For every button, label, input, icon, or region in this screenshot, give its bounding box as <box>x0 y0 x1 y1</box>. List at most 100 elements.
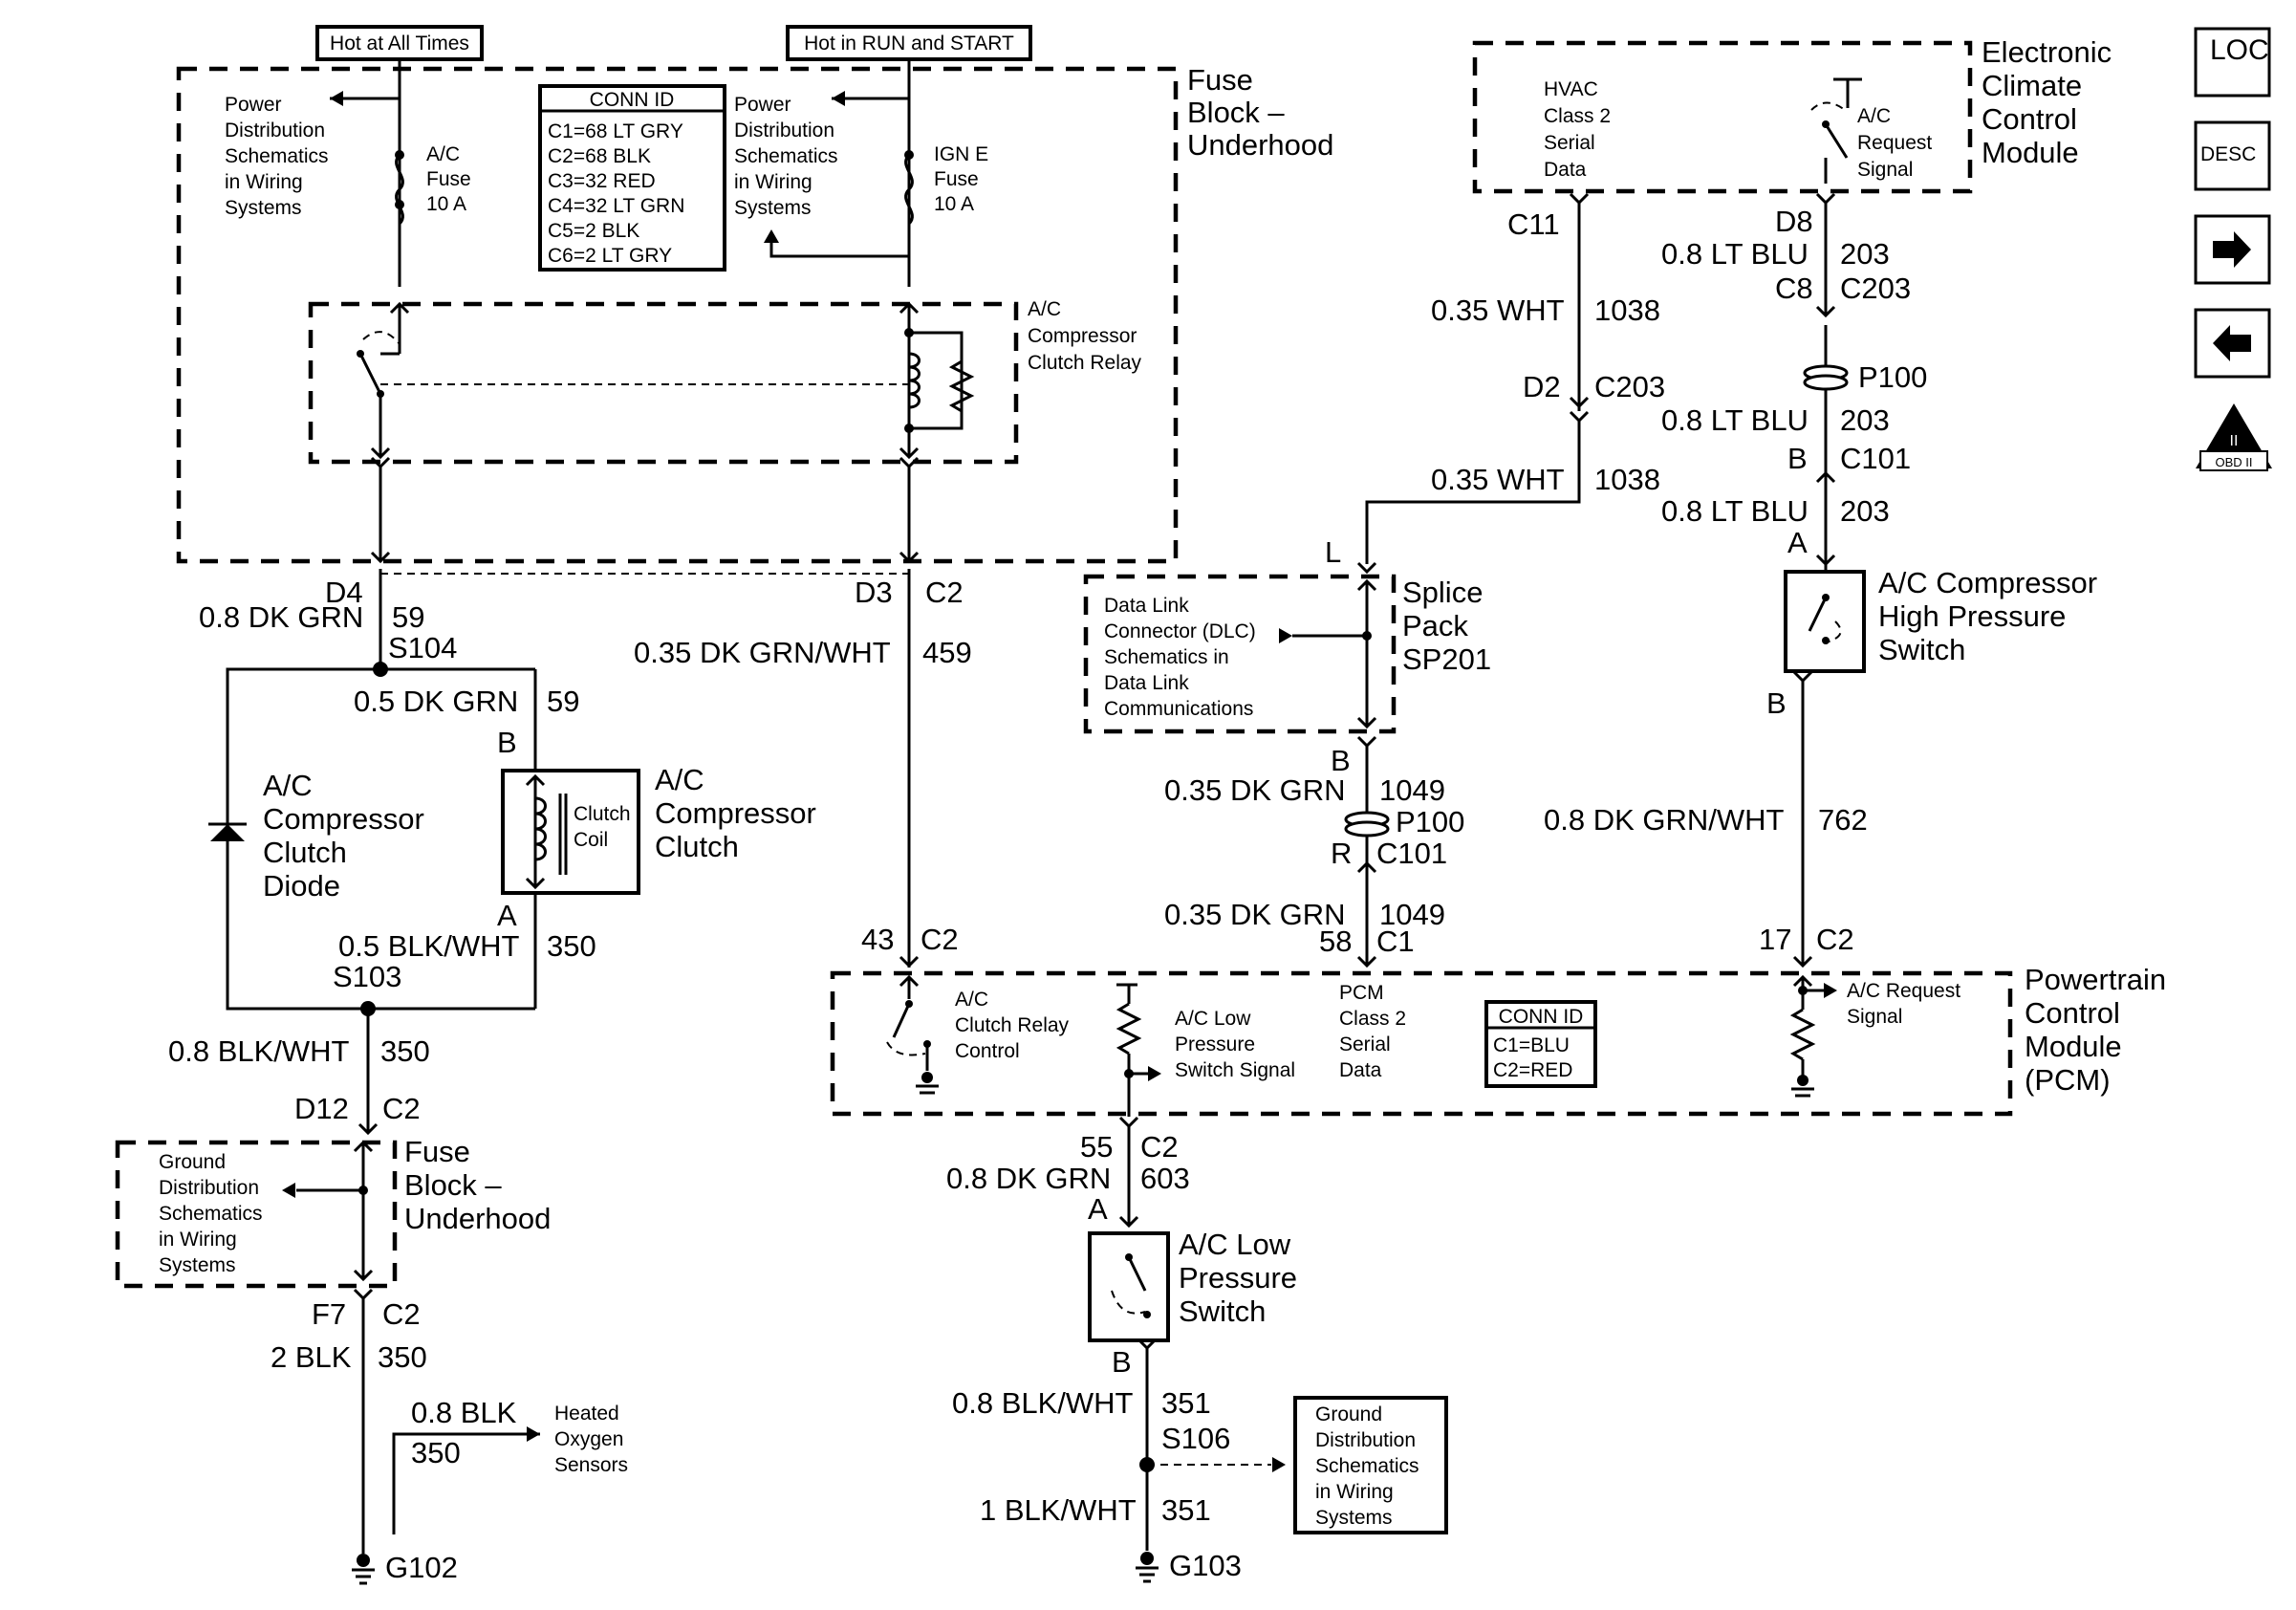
svg-text:10 A: 10 A <box>934 193 974 215</box>
svg-text:PCM: PCM <box>1339 982 1384 1004</box>
pin-17: 17 <box>1759 923 1791 956</box>
svg-text:Fuse: Fuse <box>404 1135 470 1168</box>
hot-at-all-times-label <box>315 25 484 61</box>
svg-text:C6=2 LT GRY: C6=2 LT GRY <box>548 245 672 267</box>
svg-text:Ground: Ground <box>159 1151 226 1173</box>
pin-b-low: B <box>1112 1345 1132 1379</box>
connector-c101-b: C101 <box>1840 442 1911 475</box>
power-distribution-text-1: Power Distribution Schematics in Wiring … <box>225 94 329 219</box>
svg-text:Block –: Block – <box>404 1168 502 1202</box>
desc-button[interactable]: DESC <box>2194 120 2271 191</box>
svg-text:II: II <box>2230 433 2239 449</box>
pin-c8: C8 <box>1775 272 1813 305</box>
svg-text:Splice: Splice <box>1402 576 1483 609</box>
circuit-203-c: 203 <box>1840 494 1890 528</box>
pin-b-req: B <box>1787 442 1808 475</box>
connector-c203-a: C203 <box>1594 370 1665 403</box>
ac-fuse-symbol <box>395 153 404 226</box>
low-pressure-signal-label: A/C Low Pressure Switch Signal <box>1175 1008 1295 1081</box>
svg-text:Electronic: Electronic <box>1982 35 2112 69</box>
svg-text:Pack: Pack <box>1402 609 1468 642</box>
svg-text:Schematics: Schematics <box>1315 1455 1419 1477</box>
pin-c11: C11 <box>1507 207 1560 241</box>
low-pressure-switch <box>1088 1231 1170 1342</box>
ground-g102-label: G102 <box>385 1551 458 1584</box>
svg-text:Fuse: Fuse <box>1187 63 1253 97</box>
wire-gauge-0.5-dk-grn: 0.5 DK GRN <box>354 685 518 718</box>
svg-text:Ground: Ground <box>1315 1403 1382 1425</box>
svg-text:(PCM): (PCM) <box>2025 1063 2111 1097</box>
svg-text:Clutch: Clutch <box>263 836 347 869</box>
svg-text:Distribution: Distribution <box>734 120 834 141</box>
obd-ii-icon[interactable]: II OBD II <box>2196 403 2272 471</box>
svg-text:C2=RED: C2=RED <box>1493 1059 1572 1081</box>
svg-text:Block –: Block – <box>1187 96 1285 129</box>
svg-text:Sensors: Sensors <box>554 1454 628 1476</box>
connector-c2-43: C2 <box>921 923 959 956</box>
svg-text:Clutch: Clutch <box>655 830 739 863</box>
fuse-block-bottom-title: Fuse Block – Underhood <box>404 1135 551 1235</box>
circuit-459: 459 <box>922 636 972 669</box>
svg-text:Schematics: Schematics <box>225 145 329 167</box>
svg-text:in Wiring: in Wiring <box>225 171 303 193</box>
svg-text:Climate: Climate <box>1982 69 2082 102</box>
forward-arrow-icon[interactable] <box>2194 214 2271 285</box>
wire-gauge-2-blk: 2 BLK <box>271 1340 352 1374</box>
loc-button[interactable]: LOC <box>2194 27 2271 98</box>
svg-text:Data Link: Data Link <box>1104 595 1189 617</box>
svg-text:Class 2: Class 2 <box>1544 105 1611 127</box>
svg-text:in Wiring: in Wiring <box>1315 1481 1394 1503</box>
svg-text:Module: Module <box>1982 136 2079 169</box>
compressor-clutch-diode <box>208 822 247 841</box>
power-distribution-text-2: Power Distribution Schematics in Wiring … <box>734 94 838 219</box>
wire-gauge-0.35-dk-grn: 0.35 DK GRN <box>1164 773 1346 807</box>
svg-text:Data: Data <box>1339 1059 1382 1081</box>
ground-pcm-req-icon <box>1791 1075 1814 1098</box>
high-pressure-switch <box>1784 570 1866 673</box>
svg-text:Switch Signal: Switch Signal <box>1175 1059 1295 1081</box>
svg-text:C5=2 BLK: C5=2 BLK <box>548 220 639 242</box>
powertrain-control-module <box>830 970 2013 1117</box>
svg-text:Request: Request <box>1857 132 1932 154</box>
circuit-350-c: 350 <box>378 1340 427 1374</box>
connector-c203-b: C203 <box>1840 272 1911 305</box>
splice-pack-sp201 <box>1083 574 1397 734</box>
hvac-class2-label: HVAC Class 2 Serial Data <box>1544 78 1611 181</box>
pin-d2: D2 <box>1523 370 1561 403</box>
connector-c2-f7: C2 <box>382 1297 421 1331</box>
svg-text:Control: Control <box>2025 996 2120 1030</box>
circuit-762: 762 <box>1818 803 1868 837</box>
svg-text:Clutch Relay: Clutch Relay <box>955 1014 1070 1036</box>
svg-text:Heated: Heated <box>554 1403 619 1425</box>
compressor-clutch-title: A/C Compressor Clutch <box>655 763 816 863</box>
svg-text:Data: Data <box>1544 159 1587 181</box>
pin-a-req: A <box>1787 526 1808 559</box>
circuit-203: 203 <box>1840 237 1890 271</box>
connector-c2-d3: C2 <box>925 576 964 609</box>
ho2-circuit: 350 <box>411 1436 461 1469</box>
back-arrow-icon[interactable] <box>2194 308 2271 379</box>
svg-text:Systems: Systems <box>1315 1507 1393 1529</box>
svg-text:C1=68 LT GRY: C1=68 LT GRY <box>548 120 683 142</box>
pin-a-low: A <box>1088 1192 1108 1226</box>
splice-s104: S104 <box>388 631 457 664</box>
wire-gauge-0.8-blk-wht: 0.8 BLK/WHT <box>168 1034 350 1068</box>
ac-compressor-clutch-relay <box>308 301 1019 465</box>
clutch-coil-symbol <box>534 796 547 861</box>
svg-text:in Wiring: in Wiring <box>734 171 812 193</box>
p100-connector-right <box>1803 364 1849 391</box>
svg-text:Schematics: Schematics <box>734 145 838 167</box>
svg-text:Schematics: Schematics <box>159 1203 263 1225</box>
ign-e-fuse-label: IGN E Fuse 10 A <box>934 143 988 215</box>
svg-text:Systems: Systems <box>734 197 812 219</box>
high-pressure-switch-label: A/C Compressor High Pressure Switch <box>1878 566 2097 666</box>
pin-a-clutch: A <box>497 899 517 932</box>
svg-text:Clutch: Clutch <box>574 803 631 825</box>
dlc-label: Data Link Connector (DLC) Schematics in … <box>1104 595 1256 720</box>
eccm-title: Electronic Climate Control Module <box>1982 35 2112 169</box>
svg-text:Coil: Coil <box>574 829 608 851</box>
wire-gauge-0.8-dk-grn-low: 0.8 DK GRN <box>946 1162 1111 1195</box>
svg-text:Signal: Signal <box>1847 1006 1902 1028</box>
pcm-title: Powertrain Control Module (PCM) <box>2025 963 2166 1097</box>
